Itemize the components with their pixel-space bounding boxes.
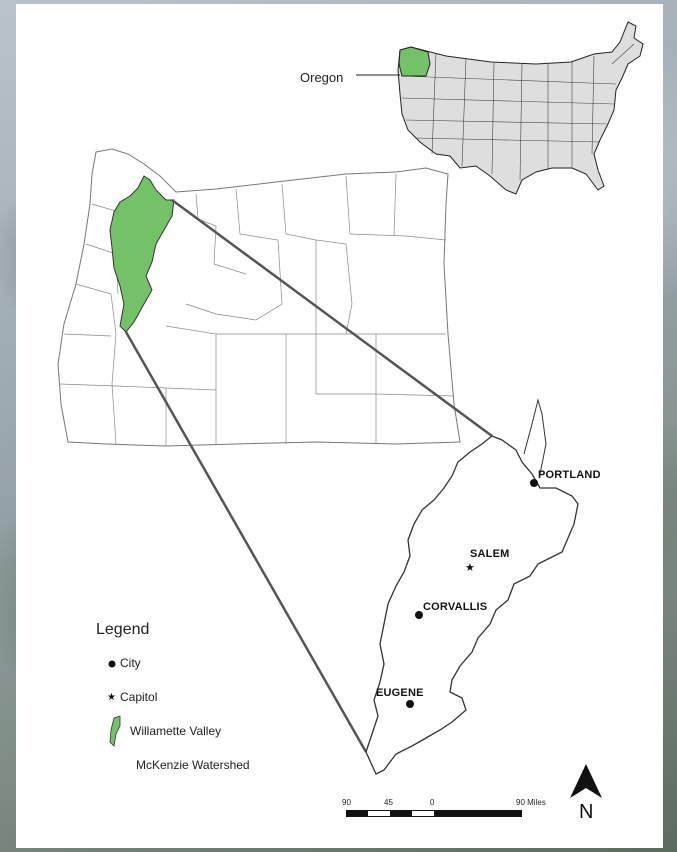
scale-bar (346, 810, 522, 817)
oregon-label: Oregon (300, 70, 344, 85)
scale-label-90: 90 (342, 798, 351, 807)
corvallis-city-marker (415, 611, 423, 619)
north-arrow-icon (570, 764, 602, 798)
legend-title: Legend (96, 621, 150, 638)
legend-valley-label: Willamette Valley (130, 724, 222, 738)
salem-capitol-marker: ★ (465, 562, 475, 574)
scale-label-45: 45 (384, 798, 393, 807)
willamette-valley-enlarged-outline (365, 435, 579, 775)
legend-watershed-label: McKenzie Watershed (136, 758, 250, 772)
zoom-connector-lines (124, 198, 493, 753)
city-label-portland: PORTLAND (538, 469, 601, 481)
eugene-city-marker (406, 700, 414, 708)
usa-inset-map (356, 21, 644, 195)
city-label-salem: SALEM (470, 548, 510, 560)
river-branch (523, 398, 547, 475)
legend-capitol-symbol: ★ (107, 692, 116, 703)
oregon-inset-highlight (398, 46, 431, 77)
legend-city-label: City (120, 656, 141, 670)
legend-city-symbol (108, 660, 116, 668)
city-label-eugene: EUGENE (376, 687, 424, 699)
scale-label-90-miles: 90 Miles (516, 798, 546, 807)
portland-city-marker (530, 479, 538, 487)
city-label-corvallis: CORVALLIS (423, 601, 488, 613)
scale-label-0: 0 (430, 798, 435, 807)
map-panel: ★ ★ Oregon PORTLAND SALEM CORVALLIS EUGE… (16, 4, 663, 848)
map-canvas: ★ ★ (57, 21, 644, 817)
legend-valley-symbol (109, 715, 121, 747)
oregon-county-map (57, 148, 461, 447)
legend-capitol-label: Capitol (120, 690, 158, 704)
north-label: N (579, 801, 594, 823)
